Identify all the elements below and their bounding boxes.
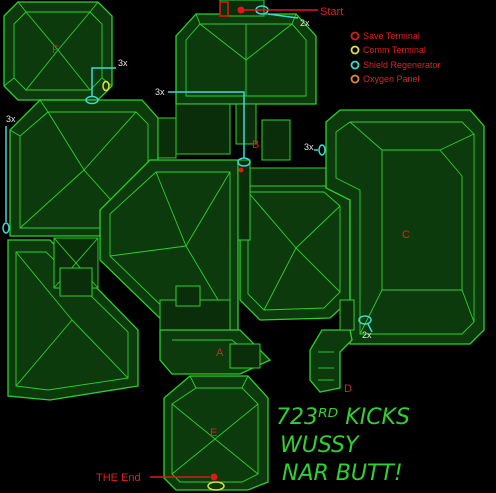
legend-save-label: Save Terminal: [363, 31, 420, 41]
room-label-f: F: [52, 44, 59, 56]
room-d: [309, 299, 355, 393]
room-label-c: C: [402, 229, 410, 241]
legend-oxygen-label: Oxygen Panel: [363, 74, 420, 84]
end-marker: THE End: [96, 472, 225, 491]
shield-regenerator-icon: [350, 60, 360, 70]
room-label-e: E: [210, 427, 217, 439]
save-terminal-icon: [350, 31, 360, 41]
room-c: [325, 109, 485, 345]
shield-regenerator-west: 3x: [2, 114, 16, 234]
f-multiplier: 3x: [118, 58, 128, 68]
d-multiplier: 2x: [362, 330, 372, 340]
room-label-a: A: [216, 347, 224, 359]
graffiti-line-1: 723ᴿᴰ KICKS: [276, 405, 410, 430]
c-north-multiplier: 3x: [304, 142, 314, 152]
room-center: [99, 159, 351, 355]
room-e: [163, 375, 269, 491]
room-top-center: [175, 0, 317, 161]
start-marker: Start 2x: [219, 1, 343, 28]
comm-terminal-icon: [350, 45, 360, 55]
room-a: [159, 329, 272, 375]
start-label: Start: [320, 6, 343, 18]
graffiti-line-2: WUSSY: [280, 433, 360, 458]
start-multiplier: 2x: [300, 18, 310, 28]
legend-comm-label: Comm Terminal: [363, 45, 426, 55]
room-label-d: D: [344, 383, 352, 395]
end-label: THE End: [96, 472, 141, 484]
room-southwest: [7, 237, 139, 401]
west-multiplier: 3x: [6, 114, 16, 124]
graffiti: 723ᴿᴰ KICKS WUSSY NAR BUTT!: [276, 405, 410, 486]
shield-regenerator-b: 3x: [155, 87, 251, 173]
room-label-b: B: [252, 139, 259, 151]
center-multiplier: 3x: [155, 87, 165, 97]
shield-regenerator-d: 2x: [358, 315, 373, 340]
legend: Save Terminal Comm Terminal Shield Regen…: [350, 31, 441, 84]
legend-shield-label: Shield Regenerator: [363, 60, 441, 70]
shield-regenerator-c-north: 3x: [304, 142, 326, 156]
oxygen-panel-icon: [350, 74, 360, 84]
graffiti-line-3: NAR BUTT!: [282, 461, 403, 486]
shield-regenerator-f: 3x: [85, 58, 128, 105]
